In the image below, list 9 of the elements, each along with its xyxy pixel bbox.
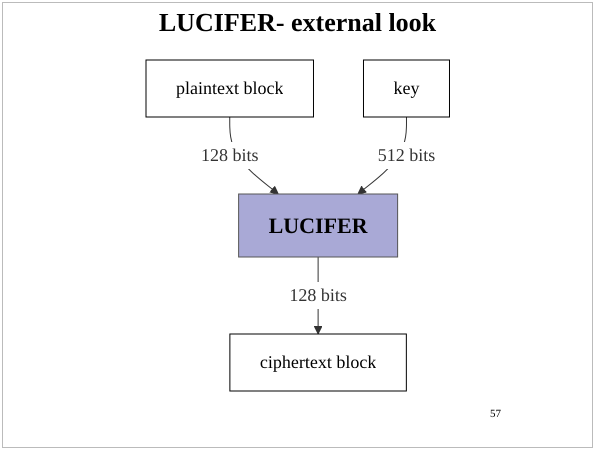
node-box: key xyxy=(362,59,450,117)
node-box: ciphertext block xyxy=(229,333,407,391)
edge-label: 128 bits xyxy=(200,144,258,164)
node-box: plaintext block xyxy=(145,59,314,117)
node-box: LUCIFER xyxy=(238,193,398,257)
edge-label: 128 bits xyxy=(289,284,347,304)
page-number: 57 xyxy=(490,408,501,420)
edge-label: 512 bits xyxy=(377,144,435,164)
slide-title: LUCIFER- external look xyxy=(158,8,438,38)
